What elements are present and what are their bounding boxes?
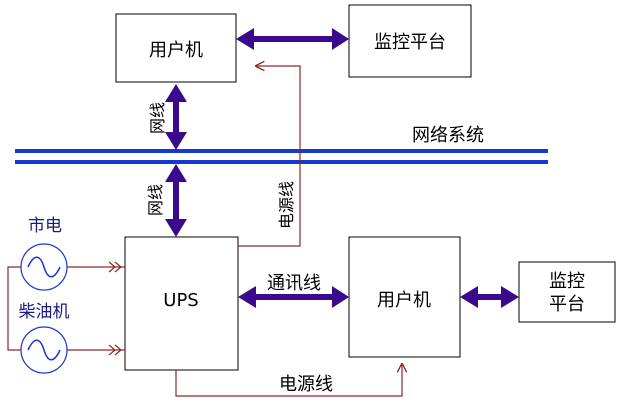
- user-pc-bottom-label: 用户机: [377, 290, 431, 311]
- upper-netline-label: 网线: [148, 102, 167, 134]
- upper-netline-arrow: [165, 84, 187, 150]
- mains-label: 市电: [28, 216, 62, 236]
- monitor-right-label-line2: 平台: [549, 294, 585, 315]
- network-system-label: 网络系统: [412, 125, 484, 146]
- comm-line-label: 通讯线: [267, 273, 321, 294]
- diesel-feed-line: [67, 344, 125, 356]
- user-pc-top-label: 用户机: [149, 40, 203, 61]
- lower-netline-arrow: [165, 164, 187, 237]
- ups-box: [124, 236, 239, 371]
- top-pc-monitor-arrow: [236, 28, 349, 50]
- pc-monitor-right-arrow: [460, 286, 519, 308]
- network-bus: [15, 149, 548, 164]
- ups-label: UPS: [163, 290, 198, 311]
- mains-feed-line: [67, 261, 125, 273]
- power-line-to-top-pc: [238, 66, 301, 247]
- user-pc-top-box: [115, 13, 237, 83]
- monitor-top-box: [348, 4, 472, 78]
- diesel-label: 柴油机: [19, 302, 70, 322]
- power-line-bottom-label: 电源线: [279, 374, 333, 395]
- power-line-to-bottom-pc: [175, 364, 402, 397]
- power-line-vertical-label: 电源线: [277, 181, 296, 229]
- lower-netline-label: 网线: [146, 184, 165, 216]
- source-link-line: [7, 266, 21, 351]
- user-pc-bottom-box: [348, 236, 461, 358]
- monitor-right-label-line1: 监控: [549, 271, 585, 292]
- comm-line-arrow: [238, 286, 349, 308]
- diesel-ac-source-icon: [20, 326, 68, 374]
- mains-ac-source-icon: [20, 243, 68, 291]
- monitor-top-label: 监控平台: [374, 32, 446, 53]
- monitor-right-box: [518, 261, 616, 323]
